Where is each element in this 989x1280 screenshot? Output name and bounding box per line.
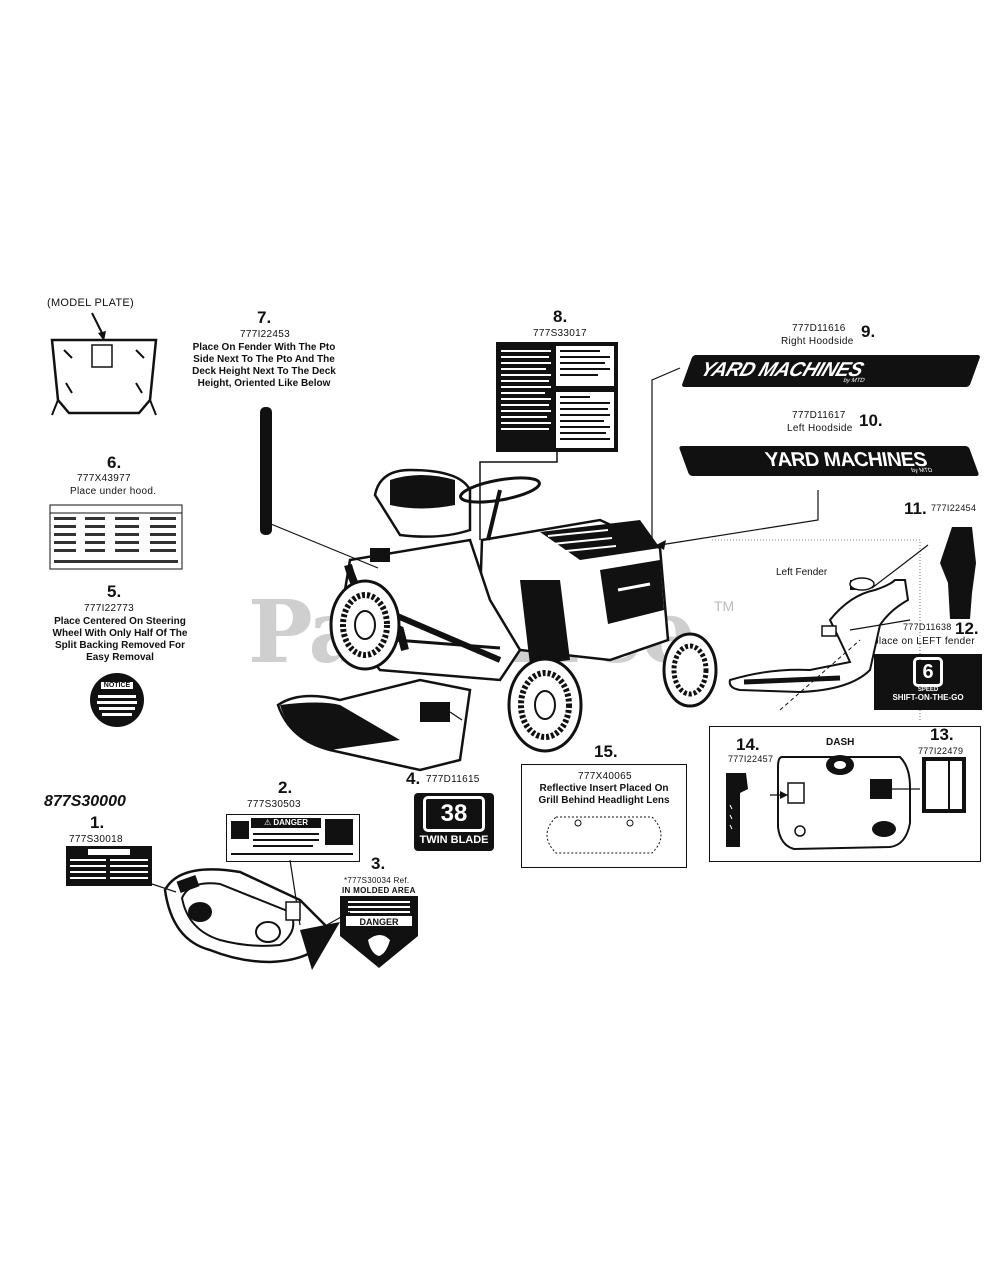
deck-size: 38 bbox=[423, 796, 485, 832]
speed-decal-speed: SPEED bbox=[917, 687, 939, 693]
callout-7-number: 7. bbox=[257, 308, 272, 327]
callout-2-number: 2. bbox=[278, 778, 293, 797]
model-plate-drawing bbox=[50, 312, 158, 416]
callout-6-part: 777X43977 bbox=[77, 473, 131, 484]
danger-shield-text: DANGER bbox=[359, 917, 399, 927]
callout-3-part: *777S30034 Ref. bbox=[344, 876, 410, 885]
callout-10-number: 10. bbox=[859, 411, 883, 430]
callout-11-number: 11. bbox=[904, 499, 927, 518]
callout-3-number: 3. bbox=[371, 854, 386, 873]
callout-8-part: 777S33017 bbox=[533, 328, 587, 339]
callout-6-note: Place under hood. bbox=[70, 486, 157, 497]
callout-13-part: 777I22479 bbox=[918, 746, 964, 756]
callout-15-note: Reflective Insert Placed On Grill Behind… bbox=[522, 783, 686, 807]
speed-decal: 6 SPEED SHIFT-ON-THE-GO bbox=[874, 654, 982, 710]
callout-14-part: 777I22457 bbox=[728, 754, 774, 764]
callout-7-note-line: Place On Fender With The Pto bbox=[192, 342, 336, 353]
callout-5-note-line: Easy Removal bbox=[86, 652, 154, 663]
callout-2-part: 777S30503 bbox=[247, 799, 301, 810]
callout-7-note: Place On Fender With The Pto Side Next T… bbox=[184, 342, 344, 390]
danger-shield-decal-3 bbox=[340, 896, 418, 968]
callout-5-note-line: Place Centered On Steering bbox=[54, 616, 186, 627]
speed-decal-shift: SHIFT-ON-THE-GO bbox=[892, 693, 964, 702]
callout-4-number: 4. bbox=[406, 769, 421, 788]
callout-5-part: 777I22773 bbox=[84, 603, 134, 614]
callout-9-note: Right Hoodside bbox=[781, 336, 854, 347]
callout-7-part: 777I22453 bbox=[240, 329, 290, 340]
safety-decal-8 bbox=[496, 342, 618, 452]
callout-10-note: Left Hoodside bbox=[787, 423, 853, 434]
callout-7-note-line: Deck Height Next To The Deck bbox=[192, 366, 336, 377]
callout-15-part: 777X40065 bbox=[578, 771, 632, 782]
reflective-insert-drawing bbox=[546, 816, 662, 854]
callout-5-number: 5. bbox=[107, 582, 122, 601]
callout-12-note: place on LEFT fender bbox=[873, 636, 975, 647]
twin-blade-decal: 38 TWIN BLADE bbox=[414, 793, 494, 851]
callout-7-note-line: Height, Oriented Like Below bbox=[197, 378, 331, 389]
callout-12-part: 777D11638 bbox=[903, 622, 952, 632]
callout-13-number: 13. bbox=[930, 725, 954, 744]
callout-11-part: 777I22454 bbox=[931, 503, 977, 513]
callout-4-part: 777D11615 bbox=[426, 774, 480, 785]
danger-decal-2: ⚠ DANGER bbox=[226, 814, 360, 862]
kit-part-number: 877S30000 bbox=[44, 793, 126, 810]
danger-decal-2-header: ⚠ DANGER bbox=[251, 818, 321, 828]
callout-8-number: 8. bbox=[553, 307, 568, 326]
callout-15-number: 15. bbox=[594, 742, 618, 761]
callout-10-part: 777D11617 bbox=[792, 410, 846, 421]
callout-15-box: 777X40065 Reflective Insert Placed On Gr… bbox=[521, 764, 687, 868]
left-fender-label: Left Fender bbox=[776, 567, 828, 578]
callout-12-number: 12. bbox=[955, 619, 979, 638]
callout-7-note-line: Side Next To The Pto And The bbox=[193, 354, 335, 365]
callout-15-note-line: Grill Behind Headlight Lens bbox=[538, 795, 670, 806]
callout-1-number: 1. bbox=[90, 813, 105, 832]
callout-3-note: IN MOLDED AREA bbox=[342, 886, 416, 895]
callout-9-number: 9. bbox=[861, 322, 876, 341]
decal-1-drawing bbox=[66, 846, 152, 886]
callout-6-number: 6. bbox=[107, 453, 122, 472]
notice-decal-title: NOTICE bbox=[100, 682, 134, 689]
callout-5-note-line: Split Backing Removed For bbox=[54, 640, 186, 651]
callout-9-part: 777D11616 bbox=[792, 323, 846, 334]
callout-5-note-line: Wheel With Only Half Of The bbox=[52, 628, 188, 639]
dash-drawing bbox=[726, 755, 966, 851]
dash-label: DASH bbox=[826, 737, 855, 748]
callout-5-note: Place Centered On Steering Wheel With On… bbox=[40, 616, 200, 664]
callout-1-part: 777S30018 bbox=[69, 834, 123, 845]
notice-decal: NOTICE bbox=[90, 673, 144, 727]
hood-info-label bbox=[49, 504, 183, 570]
dash-box: 14. 777I22457 DASH 13. 777I22479 bbox=[709, 725, 981, 862]
speed-decal-num: 6 bbox=[913, 657, 943, 687]
callout-14-number: 14. bbox=[736, 735, 760, 754]
fender-strip-decal-11 bbox=[940, 527, 976, 619]
left-fender-drawing bbox=[712, 539, 929, 720]
watermark-tm: TM bbox=[714, 598, 735, 614]
twin-blade-text: TWIN BLADE bbox=[419, 834, 489, 846]
model-plate-label: (MODEL PLATE) bbox=[47, 297, 135, 309]
pto-strip-decal bbox=[260, 407, 272, 535]
callout-15-note-line: Reflective Insert Placed On bbox=[539, 783, 669, 794]
